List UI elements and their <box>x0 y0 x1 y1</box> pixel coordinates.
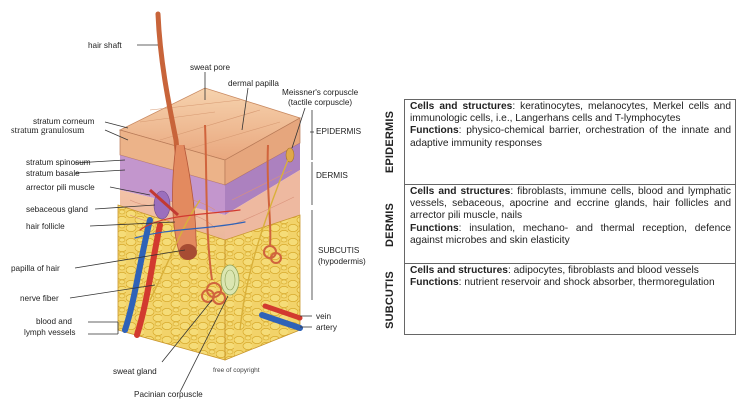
label-subcutis: SUBCUTIS <box>318 246 360 255</box>
row-label-epidermis: EPIDERMIS <box>378 99 402 185</box>
table-row-subcutis: SUBCUTIS Cells and structures: adipocyte… <box>378 264 736 335</box>
label-hypodermis: (hypodermis) <box>318 257 366 266</box>
label-dermal-papilla: dermal papilla <box>228 79 279 88</box>
label-dermis: DERMIS <box>316 171 348 180</box>
row-label-dermis: DERMIS <box>378 185 402 264</box>
label-sweat-pore: sweat pore <box>190 63 230 72</box>
skin-cross-section-diagram: hair shaft sweat pore dermal papilla Mei… <box>0 0 390 400</box>
label-meissner: Meissner's corpuscle <box>282 88 359 97</box>
label-meissner-sub: (tactile corpuscle) <box>288 98 352 107</box>
label-stratum-basale: stratum basale <box>26 169 80 178</box>
row-content-subcutis: Cells and structures: adipocytes, fibrob… <box>404 264 736 335</box>
label-stratum-granulosum: stratum granulosum <box>11 125 84 135</box>
pacinian-corpuscle <box>221 265 239 295</box>
table-row-epidermis: EPIDERMIS Cells and structures: keratino… <box>378 99 736 185</box>
label-free-of-copyright: free of copyright <box>213 367 260 374</box>
table-row-dermis: DERMIS Cells and structures: fibroblasts… <box>378 185 736 264</box>
label-arrector-pili: arrector pili muscle <box>26 183 95 192</box>
label-epidermis: EPIDERMIS <box>316 127 362 136</box>
label-vein: vein <box>316 312 331 321</box>
row-content-epidermis: Cells and structures: keratinocytes, mel… <box>404 99 736 185</box>
row-content-dermis: Cells and structures: fibroblasts, immun… <box>404 185 736 264</box>
label-sweat-gland: sweat gland <box>113 367 157 376</box>
label-lymph-vessels: lymph vessels <box>24 328 75 337</box>
label-stratum-spinosum: stratum spinosum <box>26 158 91 167</box>
label-papilla-of-hair: papilla of hair <box>11 264 60 273</box>
label-pacinian-corpuscle: Pacinian corpuscle <box>134 390 203 399</box>
label-sebaceous-gland: sebaceous gland <box>26 205 88 214</box>
row-label-subcutis: SUBCUTIS <box>378 264 402 335</box>
label-hair-follicle: hair follicle <box>26 222 65 231</box>
label-hair-shaft: hair shaft <box>88 41 122 50</box>
label-artery: artery <box>316 323 338 332</box>
label-blood-and: blood and <box>36 317 72 326</box>
label-nerve-fiber: nerve fiber <box>20 294 59 303</box>
meissner-corpuscle <box>286 148 294 162</box>
